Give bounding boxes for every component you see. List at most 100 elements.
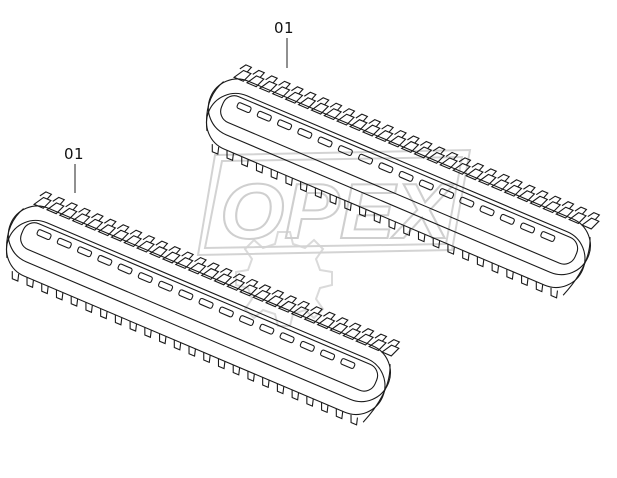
track-tread-lug	[503, 184, 523, 197]
track-end-cap	[362, 364, 391, 423]
track-tread-lug-edge	[219, 267, 233, 276]
track-tread-lug	[426, 151, 446, 164]
callout-label-lower: 01	[64, 145, 85, 163]
track-tread-lug	[84, 218, 104, 231]
track-tread-lug	[490, 179, 510, 192]
track-guide-slot	[218, 306, 234, 318]
track-guide-slot	[256, 110, 272, 122]
track-guide-slot	[378, 162, 394, 174]
track-tread-lug	[110, 229, 130, 242]
track-bottom-lug	[359, 206, 367, 218]
track-bottom-lug	[217, 358, 226, 370]
track-guide-slot	[279, 332, 295, 344]
track-tread-lug	[387, 135, 407, 148]
track-tread-lug-edge	[271, 289, 285, 298]
track-tread-lug-edge	[65, 202, 79, 211]
track-bottom-lug	[232, 364, 241, 376]
track-guide-slot	[137, 272, 153, 284]
track-tread-lug	[323, 108, 343, 121]
track-tread-lug	[303, 311, 323, 324]
track-tread-lug	[290, 306, 310, 319]
track-tread-lug	[264, 295, 284, 308]
track-tread-lug-edge	[323, 311, 336, 320]
track-tread-lug-edge	[245, 278, 259, 287]
track-inner-loop	[20, 222, 379, 392]
track-tread-lug-edge	[587, 212, 601, 221]
track-bottom-lug	[417, 231, 426, 243]
track-tread-lug	[136, 240, 155, 253]
track-tread-lug-edge	[574, 206, 588, 215]
track-tread-lug	[542, 201, 562, 214]
track-bottom-lug	[173, 339, 182, 351]
track-tread-lug	[439, 157, 459, 170]
track-end-cap	[5, 208, 24, 259]
track-bottom-lug	[306, 396, 314, 407]
track-tread-lug-edge	[407, 135, 420, 144]
track-bottom-lug	[300, 181, 308, 193]
track-tread-lug-edge	[335, 317, 349, 326]
track-guide-slot	[320, 349, 336, 361]
track-tread-lug-edge	[129, 229, 143, 238]
track-guide-slot	[520, 222, 536, 234]
track-tread-lug	[555, 206, 575, 219]
track-tread-lug-edge	[239, 64, 253, 73]
track-bottom-lug	[159, 333, 167, 345]
track-tread-lug-edge	[471, 162, 485, 171]
track-tread-lug	[200, 267, 220, 280]
track-guide-slot	[418, 179, 434, 191]
track-tread-lug-edge	[387, 339, 401, 348]
track-guide-slot	[117, 263, 133, 275]
track-tread-lug	[174, 256, 194, 270]
track-guide-slot	[358, 153, 374, 165]
track-guide-slot	[459, 196, 475, 208]
track-side-wall	[206, 92, 586, 289]
track-bottom-lug	[476, 256, 485, 268]
track-tread-lug	[464, 168, 484, 181]
track-bottom-lug	[276, 383, 285, 395]
track-guide-slot	[158, 280, 174, 292]
track-inner-loop	[220, 95, 579, 265]
track-bottom-lug	[203, 352, 211, 364]
track-tread-lug	[58, 207, 78, 220]
track-guide-slot	[398, 170, 414, 182]
track-bottom-lug	[344, 200, 352, 212]
track-tread-lug-edge	[116, 224, 130, 233]
track-bottom-lug	[247, 371, 255, 382]
callout-label-upper: 01	[274, 19, 295, 37]
track-bottom-lug	[241, 156, 249, 168]
track-guide-slot	[540, 231, 556, 242]
track-tread-lug-edge	[232, 273, 246, 282]
track-tread-lug-edge	[207, 262, 220, 271]
track-bottom-lug	[291, 389, 300, 401]
track-tread-lug	[187, 262, 207, 275]
track-tread-lug	[400, 140, 420, 153]
track-tread-lug-edge	[497, 173, 511, 182]
track-bottom-lug	[321, 402, 329, 414]
track-tread-lug-edge	[535, 190, 549, 199]
track-tread-lug	[123, 235, 143, 248]
track-guide-slot	[77, 246, 93, 258]
track-tread-lug-edge	[561, 201, 575, 210]
track-bottom-lug	[462, 250, 470, 262]
track-tread-lug	[380, 344, 400, 357]
track-bottom-lug	[188, 346, 197, 357]
track-tread-lug	[45, 202, 65, 215]
track-tread-lug-edge	[548, 195, 562, 204]
track-tread-lug	[245, 75, 265, 88]
track-bottom-lug	[335, 408, 344, 420]
watermark-badge	[196, 148, 472, 257]
track-bottom-lug	[114, 314, 123, 326]
track-bottom-lug	[255, 162, 264, 174]
track-end-cap	[562, 237, 591, 296]
track-tread-lug-edge	[348, 322, 362, 331]
track-tread-lug-edge	[445, 151, 459, 160]
track-bottom-lug	[432, 237, 441, 249]
track-bottom-lug	[506, 269, 514, 280]
track-tread-lug	[580, 217, 600, 230]
track-tread-lug-edge	[303, 91, 317, 100]
track-guide-slot	[337, 145, 353, 157]
track-tread-lug	[258, 80, 278, 93]
track-tread-lug-edge	[252, 69, 266, 78]
track-tread-lug	[32, 196, 52, 209]
